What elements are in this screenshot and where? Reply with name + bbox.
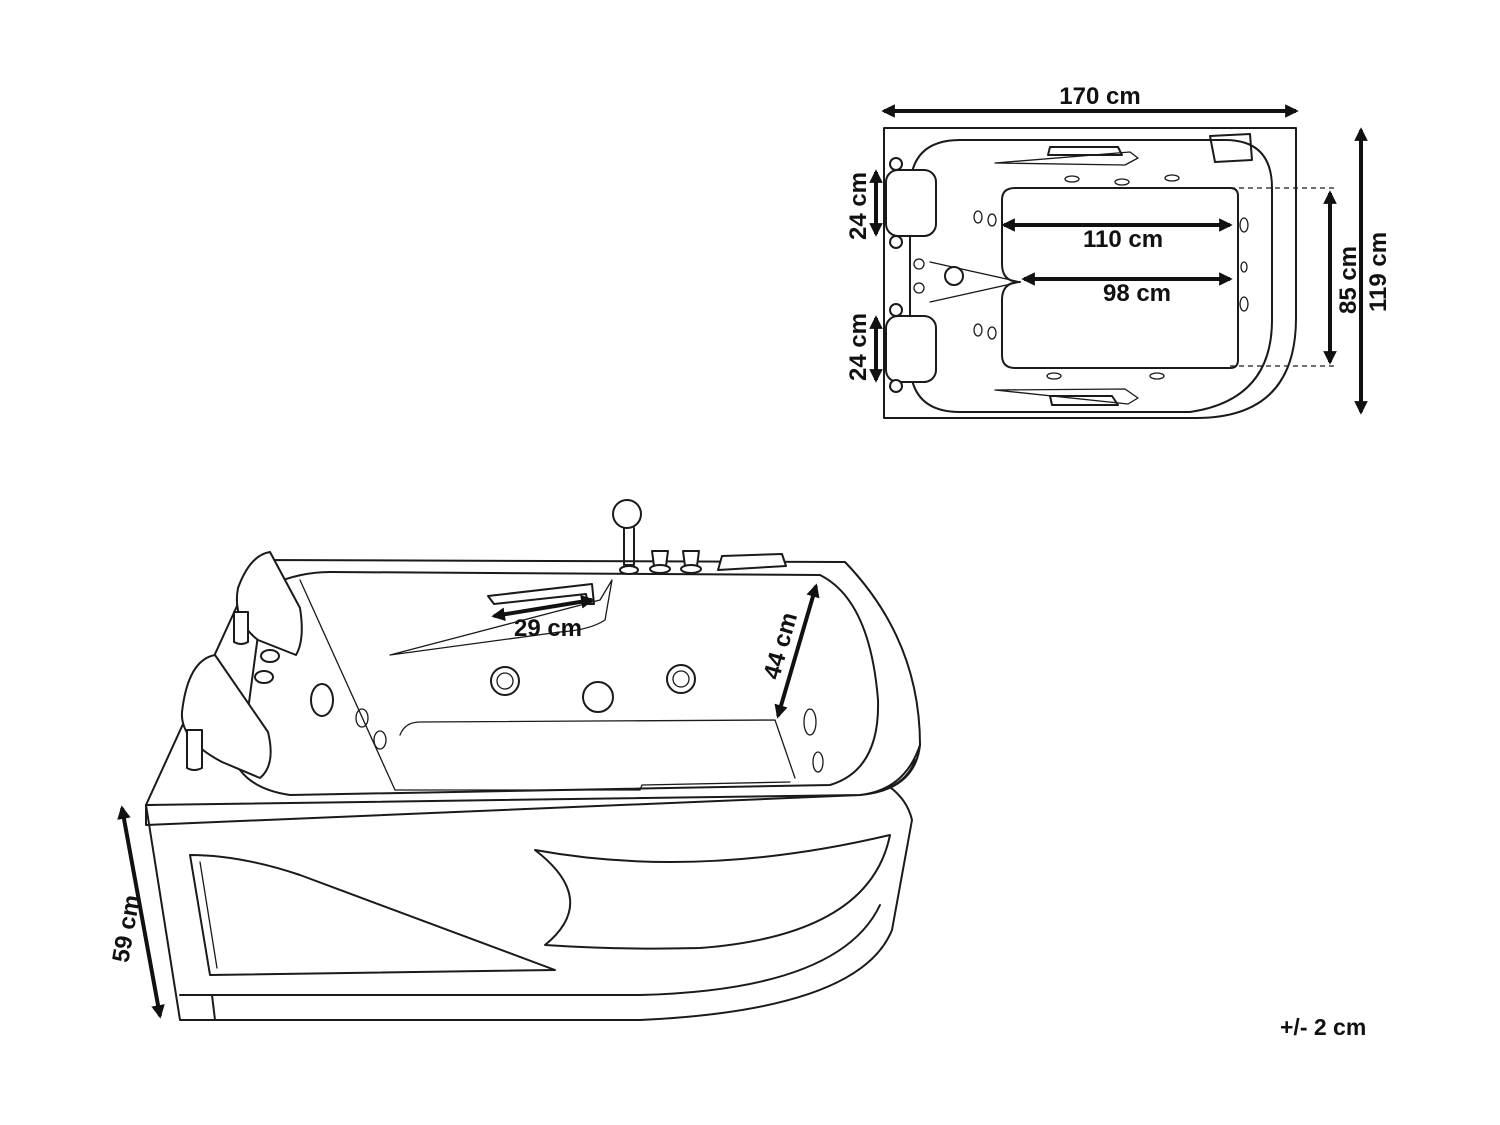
tub-post <box>186 729 203 771</box>
top-view-jets <box>973 174 1249 380</box>
top-view-valve <box>913 258 925 270</box>
tub-basin-floor-front <box>394 781 791 791</box>
tolerance-note: +/- 2 cm <box>1280 1014 1367 1040</box>
top-view-headrest-lower <box>885 315 937 383</box>
mixer-knob-right <box>682 550 700 567</box>
top-view: 170 cm 110 cm 98 cm 119 cm 85 cm 24 cm 2… <box>845 83 1392 419</box>
label-length: 170 cm <box>1059 83 1140 110</box>
tub-panel-wave <box>534 834 891 950</box>
top-view-armrest-groove-top <box>994 151 1139 166</box>
top-view-headrest-upper <box>885 169 937 237</box>
control-panel <box>717 553 787 571</box>
top-view-valve <box>913 282 925 294</box>
dim-arrow-height <box>117 805 165 1019</box>
top-view-post <box>889 235 903 249</box>
dim-arrow-armrest <box>491 595 595 621</box>
top-view-post <box>889 157 903 171</box>
top-view-floor <box>1001 187 1239 369</box>
top-view-post <box>889 303 903 317</box>
mixer-knob-right-base <box>680 564 702 574</box>
shower-base <box>619 565 639 575</box>
tub-base-strip <box>179 904 881 996</box>
top-view-handle-top <box>1047 146 1123 156</box>
tub-front-panel <box>145 774 913 1021</box>
label-width: 119 cm <box>1365 232 1392 312</box>
tub-panel-recess <box>189 854 556 976</box>
tub-jets <box>355 664 824 773</box>
tub-post <box>233 611 249 645</box>
tub-basin-floor <box>399 719 796 779</box>
tub-panel-recess-edge <box>199 861 218 969</box>
shower-hose <box>623 527 635 566</box>
label-bottom-length: 98 cm <box>1103 280 1171 307</box>
top-view-post <box>889 379 903 393</box>
tub-valve <box>260 649 280 663</box>
tub-deck <box>145 559 921 806</box>
tub-base-foot <box>211 994 216 1021</box>
top-view-outer-outline <box>883 127 1297 419</box>
label-headrest-upper: 24 cm <box>845 172 872 240</box>
label-inner-length: 110 cm <box>1083 226 1163 253</box>
mixer-knob-left <box>651 550 669 567</box>
perspective-view: 29 cm 44 cm 59 cm <box>107 499 921 1021</box>
label-headrest-lower: 24 cm <box>845 313 872 381</box>
tub-valve <box>254 670 274 684</box>
dim-arrow-depth <box>774 583 820 719</box>
top-view-armrest-groove-bottom <box>994 388 1139 405</box>
shower-head <box>612 499 642 529</box>
tub-basin-slope <box>299 579 396 791</box>
label-height: 59 cm <box>107 893 145 965</box>
tub-armrest-groove <box>389 579 613 656</box>
top-view-handle-bottom <box>1049 395 1119 406</box>
top-view-basin <box>909 139 1273 413</box>
top-view-seat-line <box>929 261 1021 303</box>
top-view-control-panel <box>1209 133 1253 163</box>
tub-overflow <box>310 683 334 717</box>
mixer-knob-left-base <box>649 564 671 574</box>
top-view-drain <box>944 266 964 286</box>
label-armrest: 29 cm <box>514 615 582 642</box>
label-inner-width: 85 cm <box>1335 246 1362 314</box>
